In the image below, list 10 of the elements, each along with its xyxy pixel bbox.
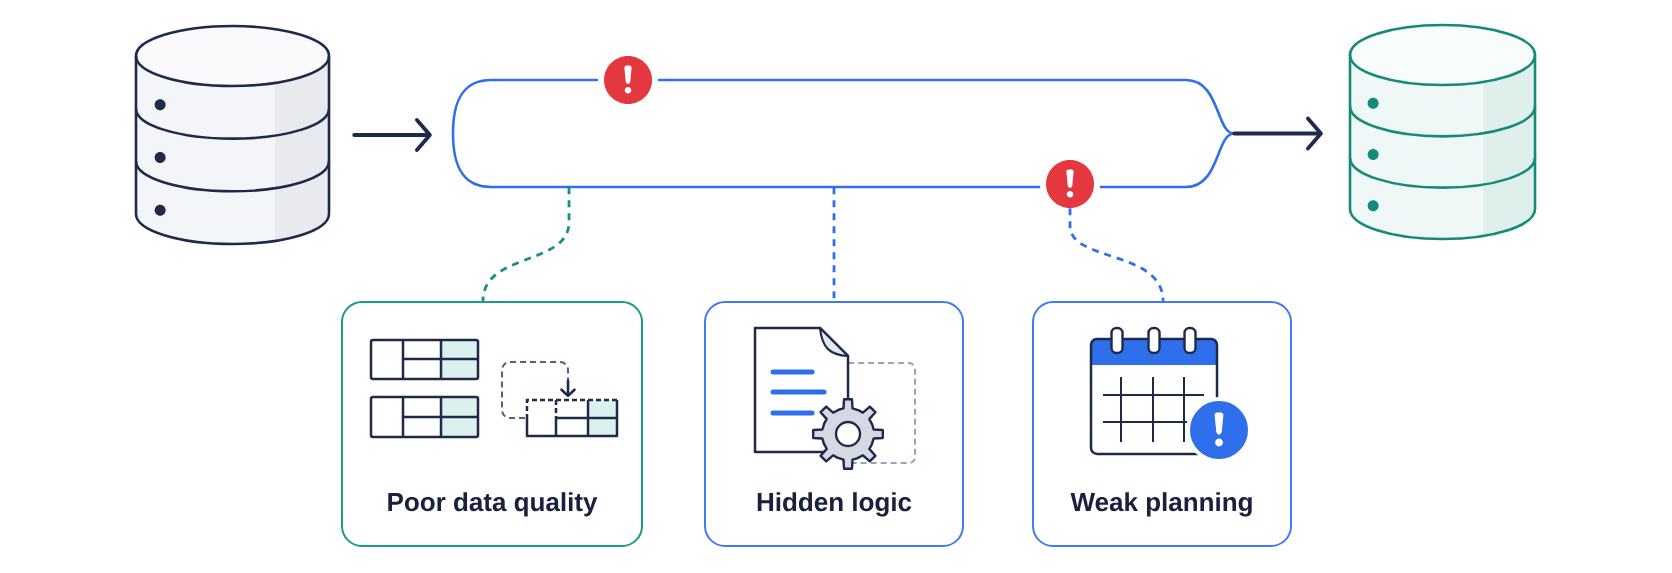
dashed-line bbox=[1068, 208, 1165, 302]
problem-card: Poor data quality bbox=[341, 301, 643, 547]
pipe bbox=[451, 78, 1236, 189]
database-cylinder bbox=[134, 24, 331, 246]
arrow bbox=[1232, 116, 1323, 151]
dashed-line bbox=[481, 187, 571, 302]
dashed-line bbox=[832, 187, 836, 301]
database-cylinder bbox=[1348, 23, 1537, 241]
arrow bbox=[352, 118, 432, 152]
alert-icon bbox=[1046, 160, 1094, 208]
